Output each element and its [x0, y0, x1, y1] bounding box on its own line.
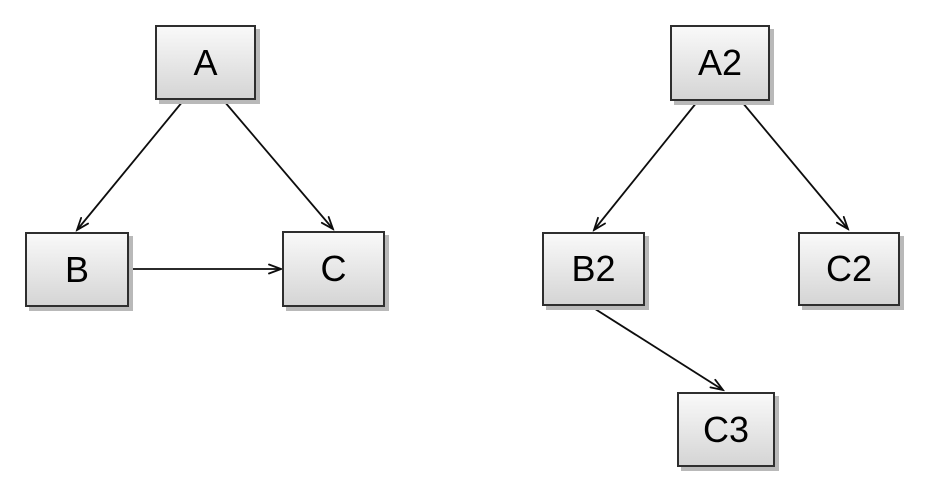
node-label-C: C — [320, 248, 347, 289]
node-label-A2: A2 — [697, 42, 743, 83]
node-B2[interactable]: B2 — [542, 232, 645, 306]
node-label-B2: B2 — [571, 248, 616, 289]
node-C3[interactable]: C3 — [677, 392, 775, 467]
node-C[interactable]: C — [282, 231, 385, 307]
node-label-A: A — [193, 41, 218, 83]
node-C2[interactable]: C2 — [798, 232, 900, 306]
edge-A2-B2 — [594, 101, 698, 230]
edge-A-C — [223, 100, 333, 229]
node-label-B: B — [64, 248, 89, 290]
node-A2[interactable]: A2 — [670, 25, 770, 101]
node-label-C2: C2 — [825, 248, 873, 289]
node-label-C3: C3 — [702, 408, 750, 450]
edge-B2-C3 — [591, 306, 723, 390]
node-A[interactable]: A — [155, 25, 256, 100]
edge-A2-C2 — [741, 101, 848, 229]
edge-A-B — [77, 100, 184, 230]
edges-group — [77, 100, 848, 390]
node-B[interactable]: B — [25, 232, 129, 307]
